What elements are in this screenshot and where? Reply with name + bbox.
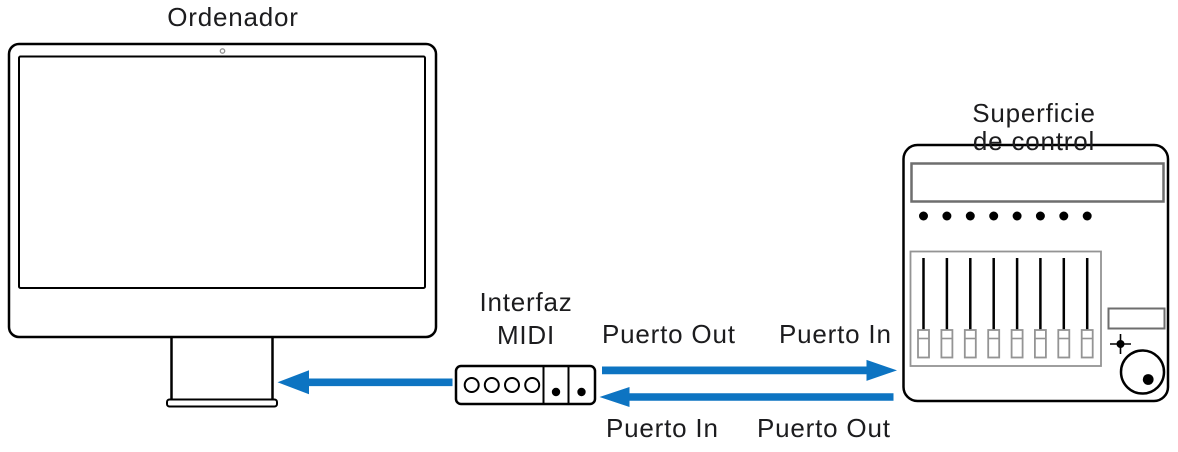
din-port-icon bbox=[524, 377, 541, 393]
port-label-top-right: Puerto In bbox=[779, 319, 892, 349]
camera-icon bbox=[219, 48, 226, 54]
fader-bank bbox=[917, 258, 1094, 359]
fader bbox=[1034, 258, 1047, 359]
led-dot-icon bbox=[1012, 211, 1022, 221]
led-dot-icon bbox=[1059, 211, 1069, 221]
computer-label: Ordenador bbox=[167, 2, 299, 32]
midi-interface-label: Interfaz MIDI bbox=[479, 287, 573, 350]
port-dot-icon bbox=[551, 387, 561, 397]
fader bbox=[917, 258, 930, 359]
fader bbox=[963, 258, 977, 359]
fader bbox=[987, 258, 1001, 359]
monitor-stand bbox=[166, 337, 278, 408]
port-dot-icon bbox=[577, 387, 586, 397]
arrow-midi-to-computer-icon bbox=[277, 370, 453, 395]
crosshair-icon bbox=[1110, 334, 1131, 354]
fader bbox=[1057, 258, 1071, 359]
arrow-surface-to-midi-icon bbox=[599, 387, 894, 407]
din-port-icon bbox=[483, 377, 500, 393]
din-port-icon bbox=[463, 377, 480, 393]
midi-interface-illustration bbox=[454, 364, 597, 406]
monitor-stand-base bbox=[166, 398, 278, 408]
value-readout bbox=[1107, 307, 1166, 330]
led-dot-icon bbox=[989, 211, 999, 221]
computer-illustration bbox=[7, 42, 438, 408]
port-label-bottom-right: Puerto Out bbox=[757, 413, 891, 443]
led-dot-icon bbox=[919, 211, 928, 221]
fader bbox=[1010, 258, 1024, 359]
port-label-top-left: Puerto Out bbox=[602, 319, 736, 349]
led-dot-icon bbox=[1035, 211, 1045, 221]
knob-led-row bbox=[919, 211, 1092, 221]
monitor-screen bbox=[18, 55, 426, 289]
jog-wheel-icon bbox=[1119, 349, 1166, 395]
port-label-bottom-left: Puerto In bbox=[606, 413, 719, 443]
fader bbox=[940, 258, 954, 359]
led-dot-icon bbox=[965, 211, 975, 221]
fader bbox=[1080, 258, 1094, 359]
control-surface-display bbox=[910, 162, 1165, 203]
led-dot-icon bbox=[1082, 211, 1092, 221]
led-dot-icon bbox=[942, 211, 952, 221]
midi-connection-arrows bbox=[277, 359, 897, 407]
control-surface-illustration bbox=[902, 143, 1170, 403]
din-port-icon bbox=[504, 377, 520, 393]
control-surface-label: Superficie de control bbox=[972, 98, 1096, 156]
arrow-midi-to-surface-icon bbox=[602, 359, 897, 381]
fader-panel bbox=[909, 250, 1102, 367]
midi-din-ports bbox=[463, 377, 541, 393]
